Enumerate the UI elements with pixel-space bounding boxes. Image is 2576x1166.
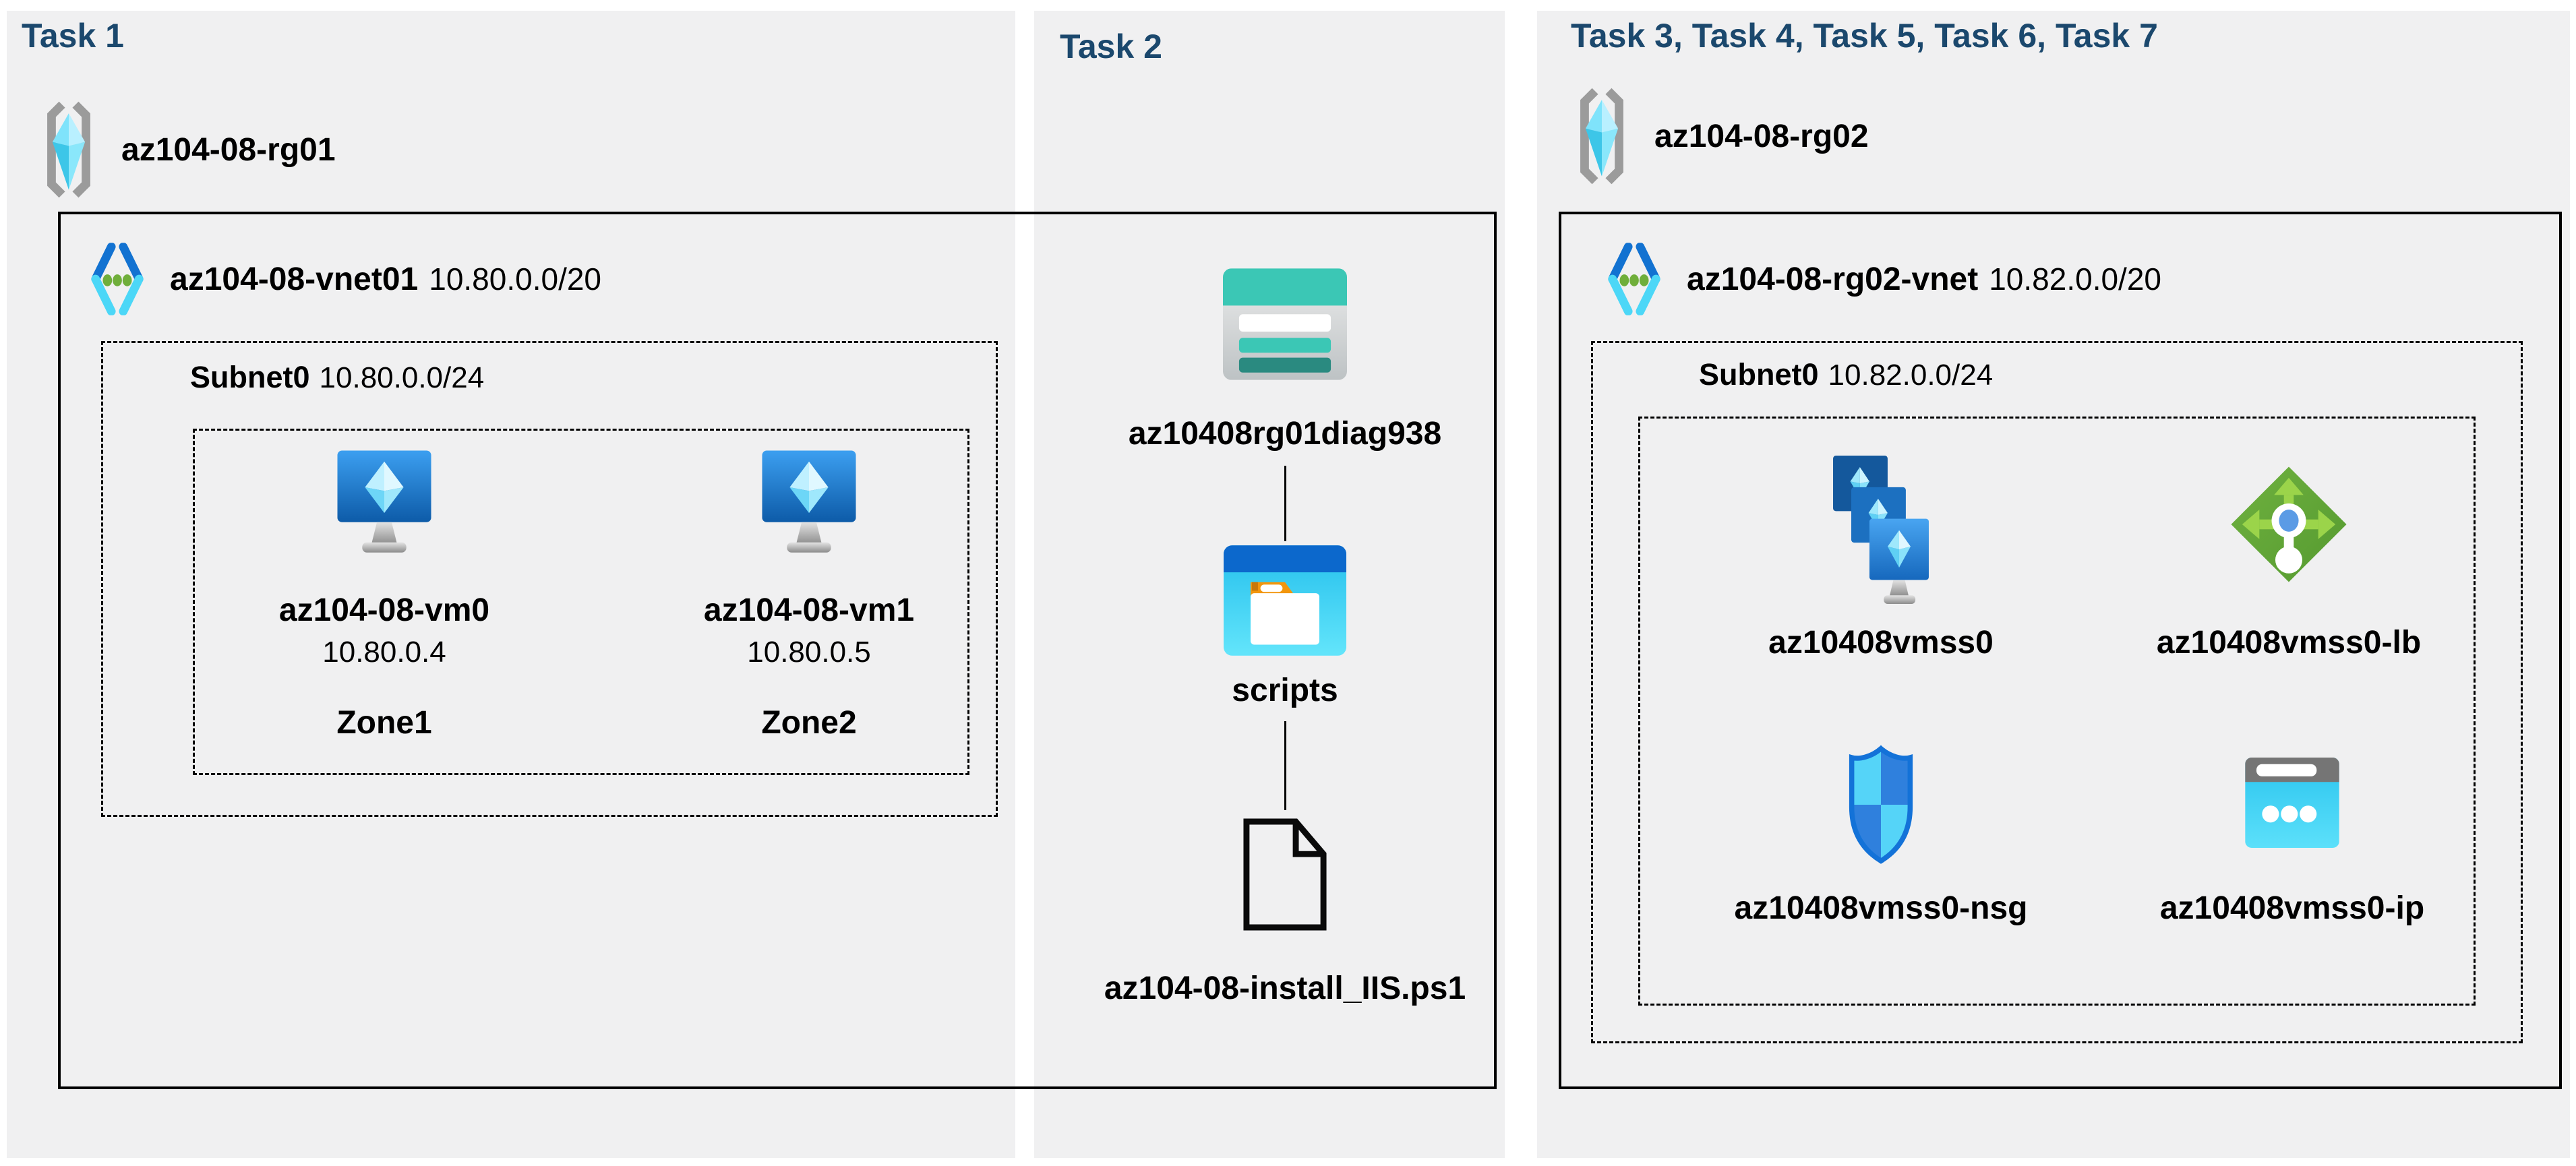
vm-az104-08-vm1: az104-08-vm1 10.80.0.5 Zone2 xyxy=(674,446,944,741)
vmss-resources-box xyxy=(1638,417,2476,1006)
virtual-network-rg02-vnet: az104-08-rg02-vnet 10.82.0.0/20 xyxy=(1605,243,2161,315)
load-balancer-icon xyxy=(2227,463,2350,586)
task2-title: Task 2 xyxy=(1060,28,1162,65)
resource-group-icon xyxy=(39,100,98,200)
vm-scale-set: az10408vmss0 xyxy=(1746,445,2016,661)
subnet-cidr: 10.82.0.0/24 xyxy=(1828,359,1994,392)
public-ip: az10408vmss0-ip xyxy=(2157,740,2427,927)
blob-container-icon xyxy=(1224,545,1346,656)
virtual-network-icon xyxy=(1605,243,1664,315)
resource-group-rg01: az104-08-rg01 xyxy=(39,100,336,200)
virtual-machine-icon xyxy=(334,447,435,561)
vmss-name: az10408vmss0 xyxy=(1768,625,1994,661)
subnet0-rg02-label: Subnet0 10.82.0.0/24 xyxy=(1699,357,1993,392)
task3-7-panel xyxy=(1537,11,2570,1158)
availability-zones-box xyxy=(193,429,969,775)
virtual-network-icon xyxy=(88,243,147,315)
resource-group-rg02: az104-08-rg02 xyxy=(1572,86,1869,186)
virtual-network-vnet01: az104-08-vnet01 10.80.0.0/20 xyxy=(88,243,601,315)
vm-zone: Zone2 xyxy=(761,705,857,741)
vnet-name: az104-08-vnet01 xyxy=(170,261,419,297)
public-ip-icon xyxy=(2245,758,2339,848)
vm-zone: Zone1 xyxy=(336,705,432,741)
vnet01-boundary-box xyxy=(58,212,1497,1089)
storage-account-name: az10408rg01diag938 xyxy=(1128,416,1442,452)
file-icon xyxy=(1240,816,1329,933)
vm-name: az104-08-vm1 xyxy=(703,592,915,628)
network-security-group: az10408vmss0-nsg xyxy=(1735,740,2027,927)
load-balancer: az10408vmss0-lb xyxy=(2154,445,2424,661)
task1-title: Task 1 xyxy=(22,17,124,55)
network-security-group-icon xyxy=(1846,744,1916,865)
vm-scale-set-icon xyxy=(1833,456,1929,604)
task1-panel xyxy=(7,11,1015,1158)
vnet-name: az104-08-rg02-vnet xyxy=(1687,261,1979,297)
connector-line xyxy=(1284,466,1286,541)
script-file-name: az104-08-install_IIS.ps1 xyxy=(1104,971,1466,1006)
vm-ip: 10.80.0.4 xyxy=(322,636,446,669)
subnet-cidr: 10.80.0.0/24 xyxy=(319,361,485,394)
subnet0-rg01-box xyxy=(101,341,998,817)
container-name: scripts xyxy=(1232,673,1338,708)
vm-ip: 10.80.0.5 xyxy=(747,636,871,669)
subnet0-rg01-label: Subnet0 10.80.0.0/24 xyxy=(190,360,484,395)
storage-column: az10408rg01diag938 scripts az104-08-inst… xyxy=(1104,268,1466,1007)
vnet-cidr: 10.80.0.0/20 xyxy=(429,261,602,297)
resource-group-name: az104-08-rg02 xyxy=(1654,118,1869,154)
subnet0-rg02-box xyxy=(1591,341,2523,1043)
resource-group-icon xyxy=(1572,86,1631,186)
load-balancer-name: az10408vmss0-lb xyxy=(2156,625,2422,661)
vm-name: az104-08-vm0 xyxy=(278,592,490,628)
resource-group-name: az104-08-rg01 xyxy=(121,131,336,168)
vnet-cidr: 10.82.0.0/20 xyxy=(1989,261,2162,297)
vnet02-boundary-box xyxy=(1559,212,2562,1089)
public-ip-name: az10408vmss0-ip xyxy=(2159,890,2425,926)
task3-7-title: Task 3, Task 4, Task 5, Task 6, Task 7 xyxy=(1571,17,2158,55)
subnet-name: Subnet0 xyxy=(190,360,310,394)
vm-az104-08-vm0: az104-08-vm0 10.80.0.4 Zone1 xyxy=(249,446,519,741)
nsg-name: az10408vmss0-nsg xyxy=(1734,890,2028,926)
storage-account-icon xyxy=(1223,268,1347,380)
subnet-name: Subnet0 xyxy=(1699,357,1819,392)
connector-line xyxy=(1284,721,1286,810)
virtual-machine-icon xyxy=(758,447,860,561)
